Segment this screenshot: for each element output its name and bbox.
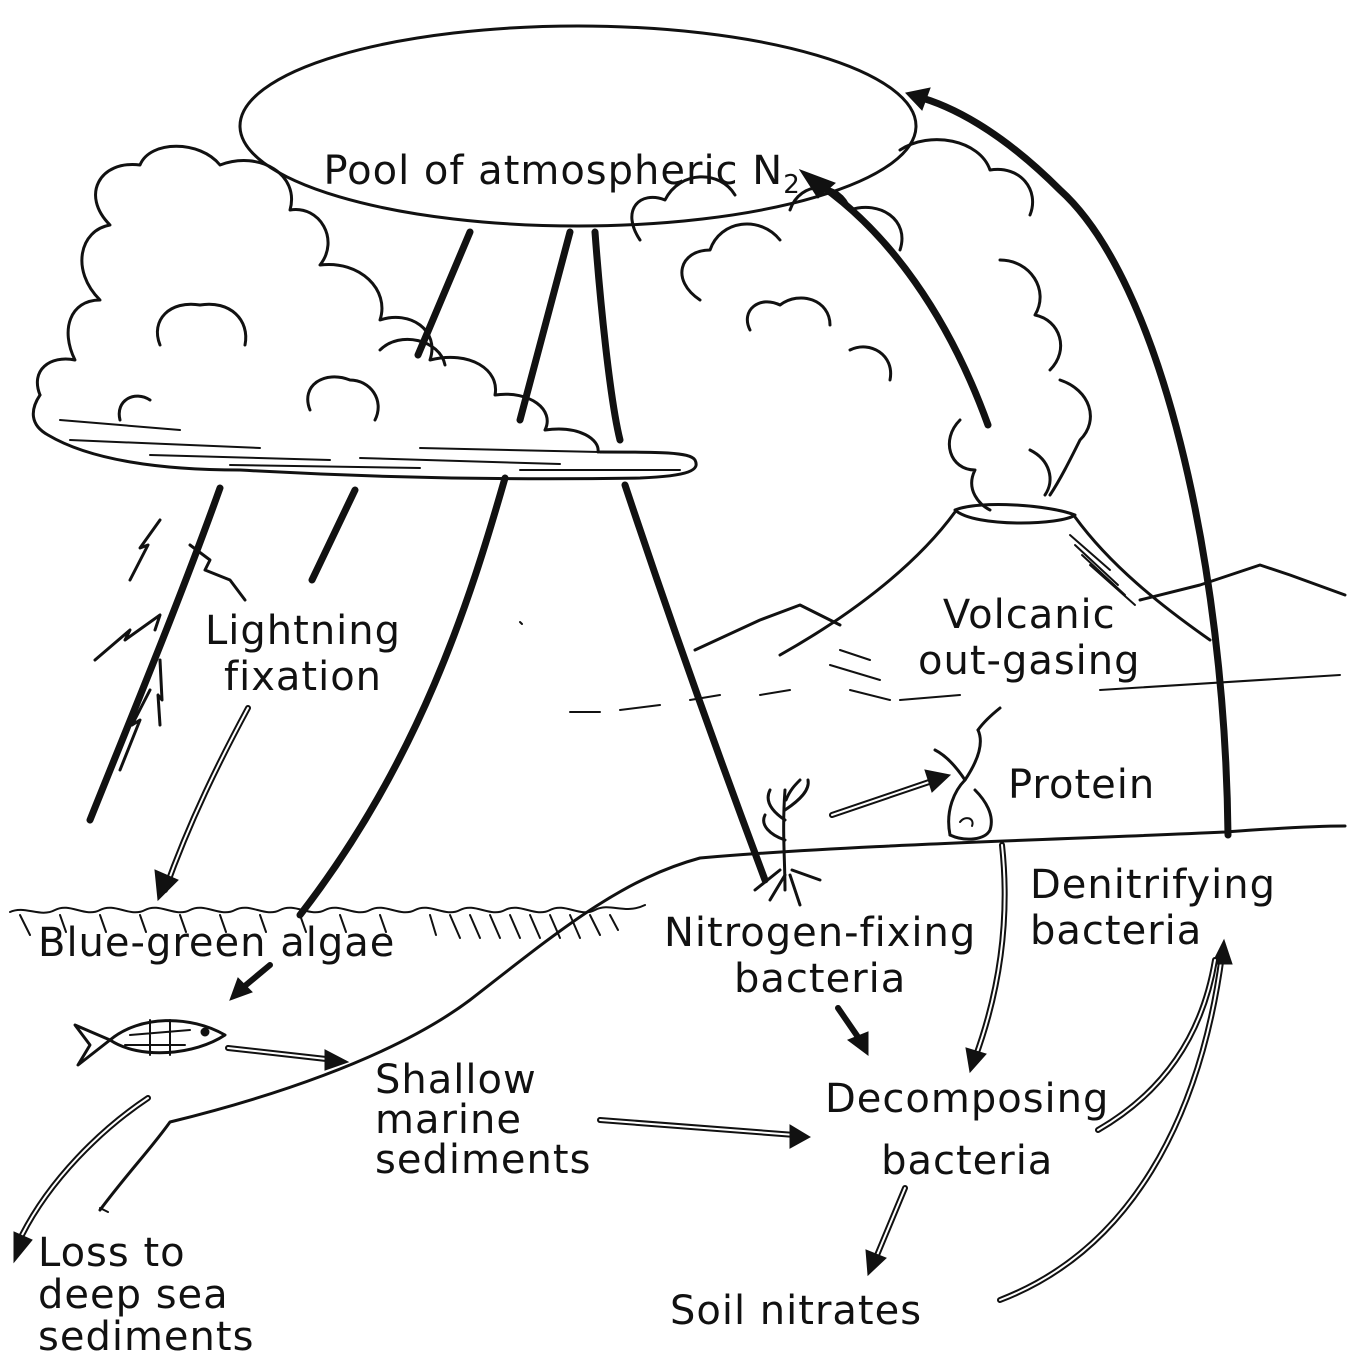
- shallow-marine-sediments-label: Shallow marine sediments: [375, 1060, 591, 1180]
- blue-green-algae-label: Blue-green algae: [38, 920, 395, 966]
- nitrogen-fixing-bacteria-label: Nitrogen-fixing bacteria: [664, 910, 976, 1002]
- plant-icon: [755, 780, 820, 905]
- atmosphere-pool-label: Pool of atmospheric N2: [296, 102, 801, 208]
- decomposing-bacteria-label: Decomposing bacteria: [825, 1068, 1109, 1192]
- soil-nitrates-label: Soil nitrates: [670, 1288, 922, 1334]
- protein-label: Protein: [1008, 762, 1155, 808]
- loss-to-deep-sea-label: Loss to deep sea sediments: [38, 1232, 254, 1358]
- atmosphere-pool-subscript: 2: [783, 170, 801, 200]
- atmosphere-pool-text: Pool of atmospheric N: [323, 148, 783, 194]
- denitrifying-bacteria-label: Denitrifying bacteria: [1030, 862, 1276, 954]
- volcanic-outgasing-label: Volcanic out-gasing: [918, 592, 1141, 684]
- lightning-fixation-label: Lightning fixation: [205, 608, 401, 700]
- fish-icon: [75, 1020, 225, 1065]
